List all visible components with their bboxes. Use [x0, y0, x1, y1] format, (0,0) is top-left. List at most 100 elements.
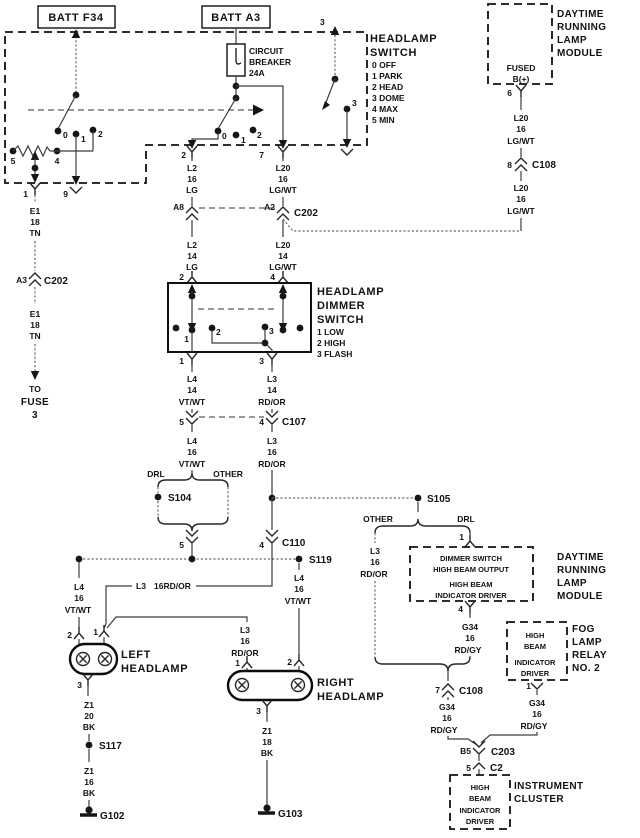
right-headlamp-pin-3: 3 [256, 706, 261, 716]
wire-e1b-line3: TN [29, 331, 40, 341]
wire-g34-c108-1: G34 [439, 702, 455, 712]
wire-l3-14-1: L3 [267, 374, 277, 384]
wire-l20-16-2: 16 [278, 174, 288, 184]
drl-mid-label-2: RUNNING [557, 565, 606, 576]
right-contact-2: 2 [257, 130, 262, 140]
wire-l4-14-3: VT/WT [179, 397, 206, 407]
legend-4-max: 4 MAX [372, 104, 398, 114]
drl-mid-pin-1: 1 [459, 532, 464, 542]
fog-label-3: RELAY [572, 650, 607, 661]
drl-mid-label-3: LAMP [557, 578, 587, 589]
wire-l20-14-3: LG/WT [269, 262, 297, 272]
wire-l20-drlb-1: L20 [514, 183, 529, 193]
wire-g34-mod-3: RD/GY [455, 645, 482, 655]
wire-e1-line3: TN [29, 228, 40, 238]
wire-l20-14-1: L20 [276, 240, 291, 250]
drl-mid-content-3: HIGH BEAM [450, 580, 493, 589]
s105-junction: S105 4 C110 [259, 494, 451, 550]
connector-c202-pin-a8: A8 [173, 202, 184, 212]
instrument-cluster-section: B5 C203 5 C2 HIGH BEAM INDICATOR DRIVER … [449, 740, 583, 830]
left-headlamp: LEFT HEADLAMP 3 Z1 20 BK S117 Z1 16 BK G… [68, 642, 188, 822]
left-contact-1: 1 [81, 134, 86, 144]
connector-c203-name: C203 [491, 747, 515, 758]
wire-l20-drl-1: L20 [514, 113, 529, 123]
high-beam-feed-column: L20 16 LG/WT A2 C202 L20 14 LG/WT 4 [199, 158, 521, 284]
connector-c107-name: C107 [282, 417, 306, 428]
to-fuse-line1: TO [29, 384, 41, 394]
branch-other-left: OTHER [213, 469, 243, 479]
wire-z1-16-3: BK [83, 788, 96, 798]
wire-e1-line1: E1 [30, 206, 41, 216]
drl-mid-content-4: INDICATOR DRIVER [435, 591, 507, 600]
dimmer-title-2: DIMMER [317, 300, 365, 312]
drl-top-label-1: DAYTIME [557, 9, 604, 20]
wire-l4-left-2: 16 [74, 593, 84, 603]
fog-lamp-relay-box: HIGH BEAM INDICATOR DRIVER FOG LAMP RELA… [480, 621, 607, 744]
cluster-content-1: HIGH [471, 783, 490, 792]
left-high-bulb-icon [97, 651, 113, 667]
right-headlamp-pin-1: 1 [235, 658, 240, 668]
connector-c108-pin-7: 7 [435, 685, 440, 695]
fog-content-3: INDICATOR [515, 658, 557, 667]
wire-l4-14-1: L4 [187, 374, 197, 384]
drl-high-beam-branch: OTHER DRL L3 16 RD/OR 1 DIMMER SWITCH HI… [360, 502, 606, 746]
connector-c108-low-name: C108 [459, 686, 483, 697]
headlamp-switch-title: HEADLAMP [370, 33, 437, 45]
connector-c202-name: C202 [294, 208, 318, 219]
wire-z1-18-1: Z1 [262, 726, 272, 736]
wire-l3-other-1: L3 [370, 546, 380, 556]
ground-g102-label: G102 [100, 811, 125, 822]
breaker-label-3: 24A [249, 68, 265, 78]
wire-l3-16-1: L3 [267, 436, 277, 446]
legend-5-min: 5 MIN [372, 115, 395, 125]
wire-l4-left-3: VT/WT [65, 605, 92, 615]
switch-pin-7: 7 [259, 150, 264, 160]
splice-s105: S105 [427, 494, 451, 505]
wire-l20-16-1: L20 [276, 163, 291, 173]
circuit-breaker: CIRCUIT BREAKER 24A [226, 28, 291, 78]
wire-l4-14-2: 14 [187, 385, 197, 395]
wire-e1b-line1: E1 [30, 309, 41, 319]
right-high-bulb-icon [290, 677, 306, 693]
wire-z1-16-1: Z1 [84, 766, 94, 776]
batt-f34-box: BATT F34 [37, 5, 116, 29]
connector-c110-name: C110 [282, 538, 306, 549]
dimmer-legend-3-flash: 3 FLASH [317, 349, 352, 359]
splice-s104: S104 [168, 493, 192, 504]
wire-l4-right-2: 16 [294, 584, 304, 594]
wire-l2-16-3: LG [186, 185, 198, 195]
wire-l3-14-3: RD/OR [258, 397, 285, 407]
wire-l2-14-1: L2 [187, 240, 197, 250]
wire-z1-18-2: 18 [262, 737, 272, 747]
cluster-content-4: DRIVER [466, 817, 495, 826]
drl-mid-content-2: HIGH BEAM OUTPUT [433, 565, 509, 574]
wire-l4-16-3: VT/WT [179, 459, 206, 469]
cluster-content-3: INDICATOR [460, 806, 502, 815]
connector-c2-name: C2 [490, 763, 503, 774]
wire-z1-20-1: Z1 [84, 700, 94, 710]
wire-g34-c108-2: 16 [442, 713, 452, 723]
drl-mid-label-4: MODULE [557, 591, 603, 602]
wire-g34-c108-3: RD/GY [431, 725, 458, 735]
wire-l4-right-1: L4 [294, 573, 304, 583]
wire-l3-right-2: 16 [240, 636, 250, 646]
drl-top-label-2: RUNNING [557, 22, 606, 33]
right-low-bulb-icon [234, 677, 250, 693]
connector-c108-top-name: C108 [532, 160, 556, 171]
wire-z1-16-2: 16 [84, 777, 94, 787]
wire-e1-line2: 18 [30, 217, 40, 227]
switch-pin-9: 9 [63, 189, 68, 199]
fog-label-2: LAMP [572, 637, 602, 648]
dimmer-legend-1-low: 1 LOW [317, 327, 345, 337]
dimmer-pin-4: 4 [270, 272, 275, 282]
legend-3-dome: 3 DOME [372, 93, 405, 103]
wire-l20-16-3: LG/WT [269, 185, 297, 195]
wire-g34-mod-1: G34 [462, 622, 478, 632]
wire-l4-16-2: 16 [187, 447, 197, 457]
fuse-feed-column: E1 18 TN A3 C202 E1 18 TN TO FUSE 3 [16, 195, 68, 421]
wire-z1-20-2: 20 [84, 711, 94, 721]
dimmer-out-pin-1: 1 [179, 356, 184, 366]
wire-l20-14-2: 14 [278, 251, 288, 261]
wire-e1b-line2: 18 [30, 320, 40, 330]
